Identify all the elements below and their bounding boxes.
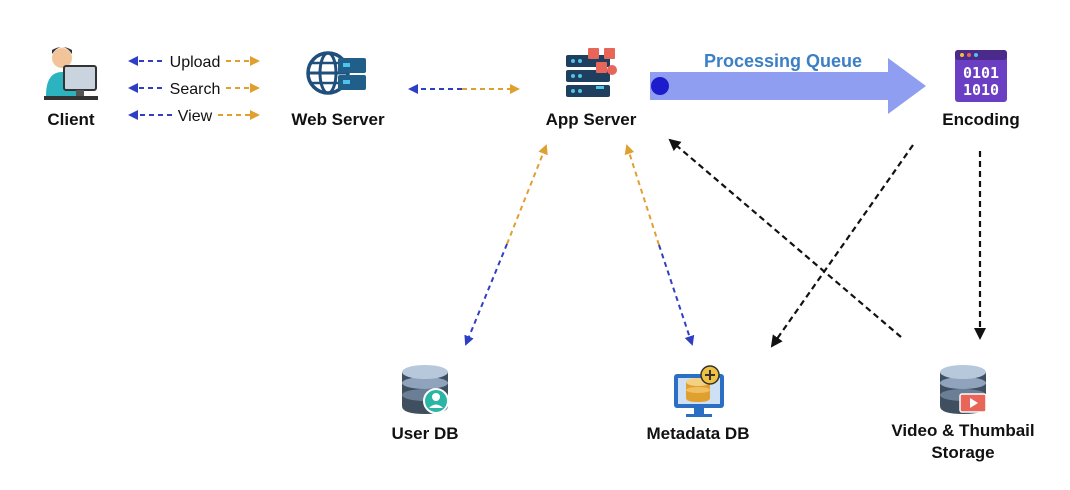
binary-line-1: 0101 bbox=[963, 64, 999, 82]
edge-app-userdb bbox=[464, 144, 548, 346]
web-server-label: Web Server bbox=[291, 110, 385, 129]
edge-search: Search bbox=[128, 81, 260, 98]
edge-encoding-metadatadb bbox=[770, 144, 914, 348]
binary-code-icon: 0101 1010 bbox=[955, 50, 1007, 102]
metadata-db-label: Metadata DB bbox=[647, 424, 750, 443]
edge-app-metadatadb bbox=[624, 144, 695, 346]
monitor-database-icon bbox=[674, 365, 724, 417]
edge-label-search: Search bbox=[170, 81, 221, 98]
client-label: Client bbox=[47, 110, 95, 129]
storage-label-line1: Video & Thumbail bbox=[891, 421, 1034, 440]
user-computer-icon bbox=[44, 47, 98, 100]
processing-queue: Processing Queue bbox=[650, 51, 926, 114]
video-database-icon bbox=[940, 365, 987, 414]
edge-view: View bbox=[128, 108, 260, 125]
edge-label-view: View bbox=[178, 108, 213, 125]
edge-storage-appserver bbox=[668, 138, 902, 338]
globe-server-icon bbox=[306, 51, 366, 95]
encoding-label: Encoding bbox=[942, 110, 1019, 129]
user-database-icon bbox=[402, 365, 449, 414]
app-server-label: App Server bbox=[546, 110, 637, 129]
storage-label-line2: Storage bbox=[931, 443, 994, 462]
server-rack-icon bbox=[566, 48, 617, 97]
edge-upload: Upload bbox=[128, 54, 260, 71]
user-db-label: User DB bbox=[391, 424, 458, 443]
binary-line-2: 1010 bbox=[963, 81, 999, 99]
queue-start-dot bbox=[651, 77, 669, 95]
edge-label-upload: Upload bbox=[170, 54, 221, 71]
queue-label: Processing Queue bbox=[704, 51, 862, 71]
